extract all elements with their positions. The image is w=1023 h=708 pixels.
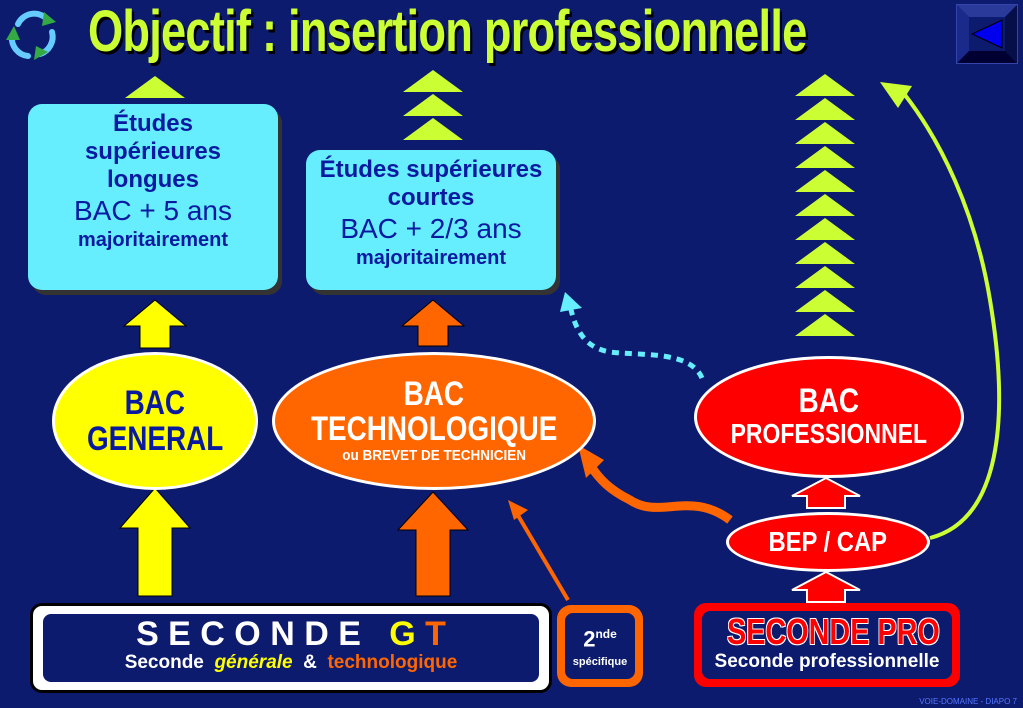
arrow-seconde-to-general xyxy=(118,487,192,597)
seconde-gt-sub-prefix: Seconde xyxy=(124,652,204,673)
box-courtes-duration: BAC + 2/3 ans xyxy=(340,213,522,244)
arrow-bep-to-pro xyxy=(791,476,861,509)
seconde-pro-box: SECONDE PRO Seconde professionnelle xyxy=(694,603,960,687)
arrow-techno-to-courtes xyxy=(400,299,466,347)
seconde-pro-subtitle: Seconde professionnelle xyxy=(714,651,940,672)
page-title: Objectif : insertion professionnelle xyxy=(88,0,807,64)
bac-techno-ellipse: BAC TECHNOLOGIQUE ou BREVET DE TECHNICIE… xyxy=(272,352,596,490)
spec-sup: nde xyxy=(595,627,617,641)
seconde-gt-t: T xyxy=(425,615,446,653)
box-courtes-note: majoritairement xyxy=(355,247,507,269)
recycle-arrows-logo-icon xyxy=(6,10,56,60)
box-courtes-line2: courtes xyxy=(387,184,475,211)
box-etudes-longues: Études supérieures longues BAC + 5 ans m… xyxy=(28,104,278,290)
box-etudes-courtes: Études supérieures courtes BAC + 2/3 ans… xyxy=(306,150,556,290)
arrow-seconde-to-techno xyxy=(396,491,470,597)
bep-cap-label: BEP / CAP xyxy=(768,526,888,557)
box-longues-duration: BAC + 5 ans xyxy=(74,195,232,226)
seconde-gt-g: G xyxy=(389,615,416,653)
back-arrow-icon xyxy=(956,4,1018,64)
arrow-seconde-pro-to-bep xyxy=(791,570,861,603)
box-longues-line3: longues xyxy=(106,166,199,193)
seconde-gt-title: S E C O N D E G T xyxy=(43,616,539,652)
back-button[interactable] xyxy=(956,4,1018,64)
seconde-gt-box: S E C O N D E G T Seconde générale & tec… xyxy=(30,603,552,693)
bac-pro-line1: BAC xyxy=(798,382,860,420)
spec-num: 2 xyxy=(583,626,596,652)
seconde-gt-subtitle: Seconde générale & technologique xyxy=(43,652,539,674)
box-longues-line1: Études xyxy=(112,110,193,137)
seconde-gt-main: S E C O N D E xyxy=(136,615,361,653)
box-longues-note: majoritairement xyxy=(77,229,229,251)
bep-cap-ellipse: BEP / CAP xyxy=(726,512,930,572)
spec-number: 2nde xyxy=(565,621,635,652)
bac-general-ellipse: BAC GENERAL xyxy=(52,352,258,490)
slide-footer: VOIE-DOMAINE - DIAPO 7 xyxy=(919,697,1017,706)
bac-techno-line3: ou BREVET DE TECHNICIEN xyxy=(342,447,526,464)
arrow-general-to-longues xyxy=(122,299,188,349)
seconde-specifique-box: 2nde spécifique xyxy=(557,605,643,687)
bac-techno-line1: BAC xyxy=(403,375,465,413)
seconde-pro-title: SECONDE PRO xyxy=(727,611,940,652)
box-courtes-line1: Études supérieures xyxy=(319,156,543,183)
spec-label: spécifique xyxy=(572,656,628,669)
bac-general-line1: BAC xyxy=(124,384,186,422)
box-longues-line2: supérieures xyxy=(84,138,222,165)
seconde-gt-sub-tech: technologique xyxy=(327,652,458,673)
seconde-gt-sub-gen: générale xyxy=(214,652,293,673)
seconde-gt-sub-amp: & xyxy=(303,652,317,673)
bac-general-line2: GENERAL xyxy=(86,420,224,458)
bac-techno-line2: TECHNOLOGIQUE xyxy=(310,410,558,448)
bac-pro-line2: PROFESSIONNEL xyxy=(730,418,928,449)
bac-pro-ellipse: BAC PROFESSIONNEL xyxy=(694,356,964,478)
